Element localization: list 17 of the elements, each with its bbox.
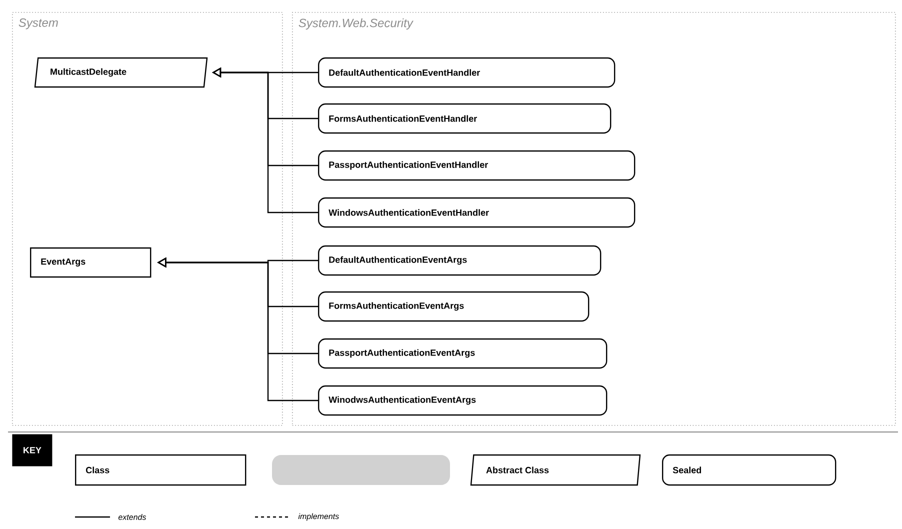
legend-label: implements	[298, 513, 339, 521]
class-box: EventArgs	[30, 247, 152, 278]
sealed-class-box: DefaultAuthenticationEventArgs	[318, 245, 602, 276]
class-box: Class	[75, 454, 246, 486]
key-badge: KEY	[12, 434, 52, 466]
sealed-class-box: WinodwsAuthenticationEventArgs	[318, 385, 608, 416]
legend-label: extends	[118, 514, 146, 520]
sealed-class-box: DefaultAuthenticationEventHandler	[318, 57, 616, 88]
sealed-class-box: PassportAuthenticationEventArgs	[318, 338, 608, 369]
interface-box	[272, 455, 450, 485]
sealed-class-box: FormsAuthenticationEventArgs	[318, 291, 590, 322]
sealed-class-box: WindowsAuthenticationEventHandler	[318, 197, 636, 228]
sealed-class-box: PassportAuthenticationEventHandler	[318, 150, 636, 181]
abstract-class-box: Abstract Class	[470, 454, 641, 486]
sealed-class-box: FormsAuthenticationEventHandler	[318, 103, 612, 134]
abstract-class-box: MulticastDelegate	[34, 57, 208, 88]
sealed-class-box: Sealed	[662, 454, 836, 486]
